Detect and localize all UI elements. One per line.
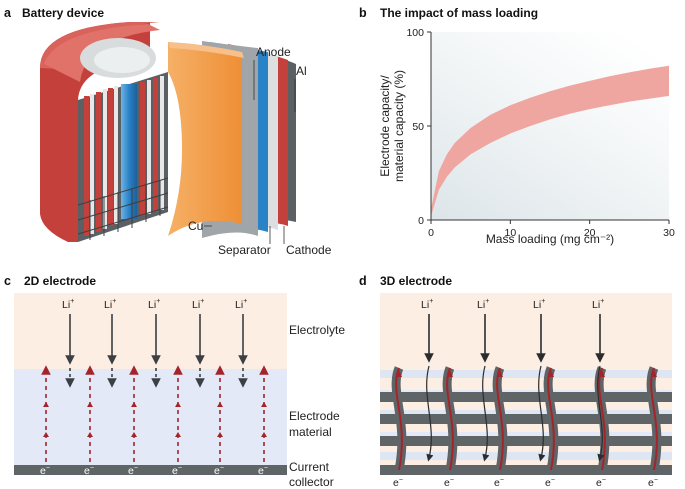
panel-a-title: Battery device [22,6,104,20]
cut-layers [84,76,164,236]
panel-b-letter: b [359,6,367,20]
panel-b-title: The impact of mass loading [380,6,538,20]
electron-arrowhead [261,402,267,407]
collector-region-3d [380,465,672,475]
ion-path [538,365,546,462]
y-axis-label-line2: material capacity (%) [392,70,406,182]
x-tick-label: 30 [663,227,675,239]
ion-path [482,365,490,462]
label-electrolyte: Electrolyte [289,323,345,337]
label-electrode-line1: Electrode [289,409,340,423]
electron-arrowhead [497,370,503,377]
electron-arrowhead [396,370,402,377]
y-tick-label: 50 [412,121,424,133]
electron-arrowhead [87,402,93,407]
panel-d: d 3D electrode e−e−e−e−e−e−Li+Li+Li+Li+ [359,274,672,489]
panel-c-title: 2D electrode [24,274,96,288]
electron-arrowhead [87,432,93,437]
electron-label: e− [172,465,182,477]
collector-bar [380,436,672,446]
y-ticks: 0 50 100 [406,27,431,227]
electron-arrowhead [175,402,181,407]
x-tick-label: 20 [584,227,596,239]
electron-arrowhead [43,402,49,407]
electron-arrowhead [131,402,137,407]
electron-label: e− [214,465,224,477]
electron-arrowhead [447,370,453,377]
electrode-band [380,370,672,378]
electron-arrowhead [261,432,267,437]
collector-region [14,465,287,475]
electron-label: e− [128,465,138,477]
electron-arrowhead [217,402,223,407]
electron-label: e− [648,477,658,489]
electron-arrowhead [651,370,657,377]
electrode-band [380,452,672,460]
electron-label: e− [40,465,50,477]
y-tick-label: 100 [406,27,424,39]
electrode-region [14,369,287,465]
electron-arrowhead [175,432,181,437]
x-tick-label: 0 [428,227,434,239]
plot-area [431,32,669,220]
panel-c-letter: c [4,274,11,288]
panel-a-letter: a [4,6,12,20]
label-electrode-line2: material [289,425,332,439]
x-axis-label: Mass loading (mg cm⁻²) [486,232,614,246]
panel-d-letter: d [359,274,367,288]
electron-arrowhead [217,432,223,437]
label-cathode: Cathode [286,243,332,257]
electrode-lattice [380,370,672,460]
electron-label: e− [444,477,454,489]
capacity-band [431,65,669,217]
electron-label: e− [494,477,504,489]
collector-bar [380,414,672,424]
label-collector-line2: collector [289,475,334,489]
electron-arrowhead [548,370,554,377]
electron-label: e− [258,465,268,477]
y-axis-label-line1: Electrode capacity/ [378,75,392,177]
label-collector-line1: Current [289,460,330,474]
label-anode: Anode [256,45,291,59]
ion-path [426,365,434,462]
x-ticks: 0 10 20 30 [428,220,675,239]
ion-path [597,365,605,462]
electron-arrowhead [599,370,605,377]
electron-label: e− [596,477,606,489]
cu-foil [168,42,242,236]
panel-a: a Battery device [4,6,332,257]
x-tick-label: 10 [504,227,516,239]
label-separator: Separator [218,243,271,257]
label-al: Al [296,64,307,78]
label-cu: Cu [188,219,203,233]
y-tick-label: 0 [418,215,424,227]
panel-d-title: 3D electrode [380,274,452,288]
electron-label: e− [393,477,403,489]
electron-label: e− [84,465,94,477]
collector-bar [380,392,672,402]
battery-shell [40,22,150,242]
panel-c: c 2D electrode Li+Li+Li+Li+Li+e−e−e−e−e−… [4,274,345,489]
panel-b: b The impact of mass loading 0 10 20 30 0 50… [359,6,675,246]
electron-arrowhead [43,432,49,437]
electron-arrowhead [131,432,137,437]
electron-label: e− [545,477,555,489]
